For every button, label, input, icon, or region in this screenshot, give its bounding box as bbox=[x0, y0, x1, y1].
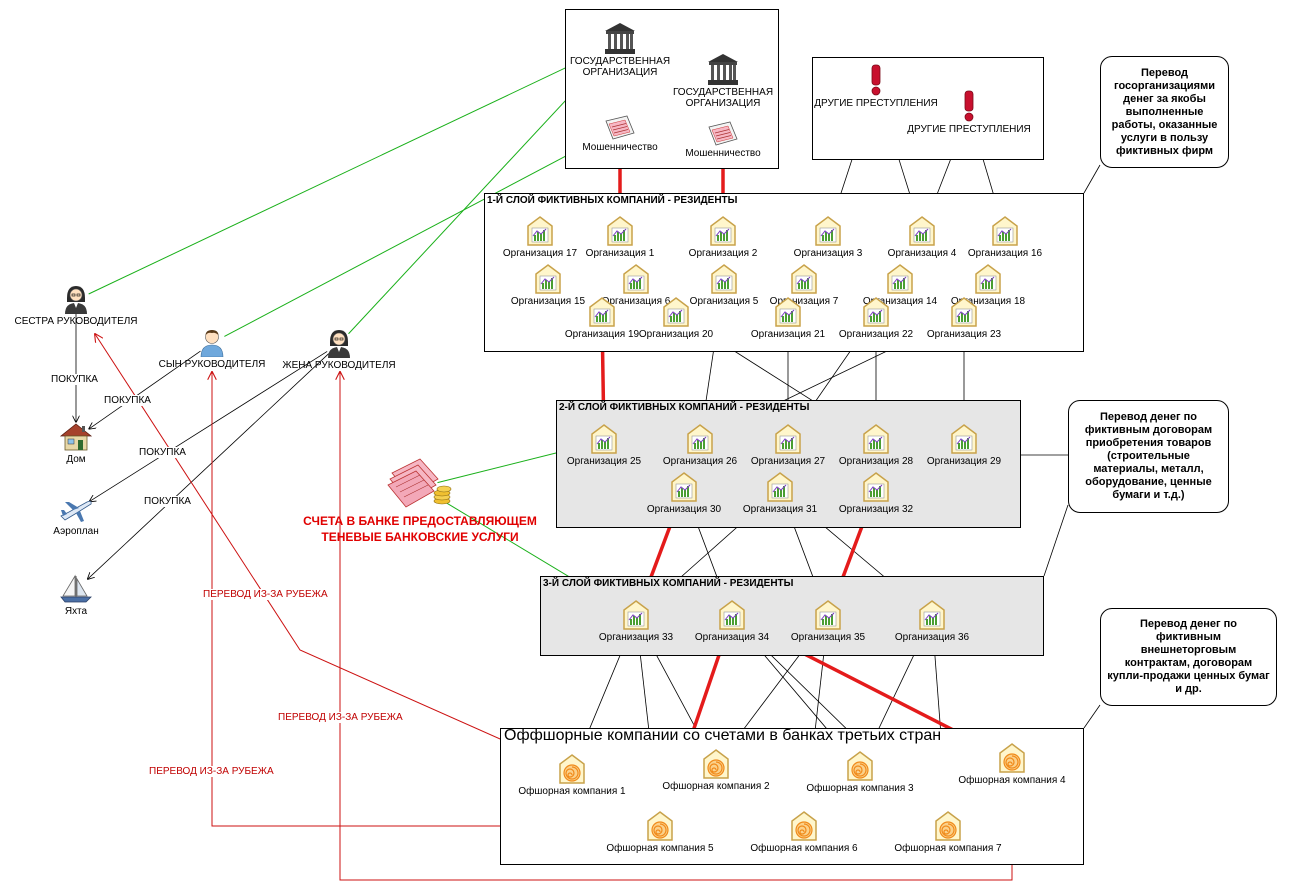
node-label: Организация 6 bbox=[601, 296, 671, 307]
edge-label-transfer-abroad: ПЕРЕВОД ИЗ-ЗА РУБЕЖА bbox=[277, 712, 404, 723]
government-box bbox=[565, 9, 779, 169]
node-label: Организация 15 bbox=[510, 296, 586, 307]
node-label: Аэроплан bbox=[53, 526, 99, 537]
relation-link-gov1-wife bbox=[348, 54, 609, 335]
node-label: Дом bbox=[66, 454, 86, 465]
flow-arrow-wife-plane bbox=[90, 351, 328, 501]
node-label: Организация 18 bbox=[950, 296, 1026, 307]
node-label: Мошенничество bbox=[582, 142, 658, 153]
node-label: Офшорная компания 5 bbox=[606, 843, 714, 854]
edge-label-purchase: ПОКУПКА bbox=[50, 374, 99, 385]
node-label: Организация 29 bbox=[926, 456, 1002, 467]
node-label: Офшорная компания 1 bbox=[518, 786, 626, 797]
note-goods-contracts-text: Перевод денег по фиктивным договорам при… bbox=[1084, 411, 1213, 501]
note-foreign-contracts: Перевод денег по фиктивным внешнеторговы… bbox=[1100, 608, 1277, 706]
note-foreign-contracts-text: Перевод денег по фиктивным внешнеторговы… bbox=[1107, 618, 1270, 695]
node-label: Организация 23 bbox=[926, 329, 1002, 340]
node-label: Организация 25 bbox=[566, 456, 642, 467]
node-label: Офшорная компания 6 bbox=[750, 843, 858, 854]
node-label: Организация 17 bbox=[502, 248, 578, 259]
node-label: Организация 7 bbox=[769, 296, 839, 307]
node-label: Организация 3 bbox=[793, 248, 863, 259]
node-label: Мошенничество bbox=[685, 148, 761, 159]
node-label: Организация 22 bbox=[838, 329, 914, 340]
bank-accounts-label: СЧЕТА В БАНКЕ ПРЕДОСТАВЛЯЮЩЕМ ТЕНЕВЫЕ БА… bbox=[303, 514, 537, 544]
node-label: Организация 5 bbox=[689, 296, 759, 307]
relation-link-gov1-sister bbox=[88, 49, 604, 295]
offshore-title: Оффшорные компании со счетами в банках т… bbox=[504, 727, 942, 744]
node-label: СЕСТРА РУКОВОДИТЕЛЯ bbox=[14, 316, 138, 327]
note-connector-3 bbox=[1043, 504, 1069, 577]
node-label: Организация 27 bbox=[750, 456, 826, 467]
node-label: Офшорная компания 4 bbox=[958, 775, 1066, 786]
node-label: ГОСУДАРСТВЕННАЯ ОРГАНИЗАЦИЯ bbox=[672, 87, 774, 109]
layer3-title: 3-Й СЛОЙ ФИКТИВНЫХ КОМПАНИЙ - РЕЗИДЕНТЫ bbox=[543, 578, 794, 589]
offshore-box: Оффшорные компании со счетами в банках т… bbox=[500, 727, 1084, 865]
node-label: ДРУГИЕ ПРЕСТУПЛЕНИЯ bbox=[907, 124, 1031, 135]
note-connector-4 bbox=[1083, 704, 1101, 729]
node-label: Организация 20 bbox=[638, 329, 714, 340]
note-goods-contracts: Перевод денег по фиктивным договорам при… bbox=[1068, 400, 1229, 513]
layer2-box: 2-Й СЛОЙ ФИКТИВНЫХ КОМПАНИЙ - РЕЗИДЕНТЫ bbox=[556, 400, 1021, 528]
layer1-title: 1-Й СЛОЙ ФИКТИВНЫХ КОМПАНИЙ - РЕЗИДЕНТЫ bbox=[487, 195, 738, 206]
node-label: Яхта bbox=[64, 606, 88, 617]
note-gov-transfer: Перевод госорганизациями денег за якобы … bbox=[1100, 56, 1229, 168]
node-label: СЫН РУКОВОДИТЕЛЯ bbox=[158, 359, 266, 370]
node-label: Организация 21 bbox=[750, 329, 826, 340]
node-label: ЖЕНА РУКОВОДИТЕЛЯ bbox=[282, 360, 396, 371]
node-label: Организация 26 bbox=[662, 456, 738, 467]
node-label: Организация 4 bbox=[887, 248, 957, 259]
node-label: Организация 34 bbox=[694, 632, 770, 643]
node-label: Организация 2 bbox=[688, 248, 758, 259]
edge-label-transfer-abroad: ПЕРЕВОД ИЗ-ЗА РУБЕЖА bbox=[202, 589, 329, 600]
transfer-sister-line bbox=[95, 334, 573, 772]
node-label: Организация 31 bbox=[742, 504, 818, 515]
node-label: Организация 16 bbox=[967, 248, 1043, 259]
node-label: Организация 35 bbox=[790, 632, 866, 643]
flow-arrow-son-house bbox=[89, 350, 201, 429]
node-label: Организация 33 bbox=[598, 632, 674, 643]
edge-label-purchase: ПОКУПКА bbox=[143, 496, 192, 507]
node-label: Организация 14 bbox=[862, 296, 938, 307]
node-label: Офшорная компания 3 bbox=[806, 783, 914, 794]
node-label: Организация 1 bbox=[585, 248, 655, 259]
node-label: Офшорная компания 7 bbox=[894, 843, 1002, 854]
edge-label-transfer-abroad: ПЕРЕВОД ИЗ-ЗА РУБЕЖА bbox=[148, 766, 275, 777]
crimes-box bbox=[812, 57, 1044, 160]
node-label: Организация 28 bbox=[838, 456, 914, 467]
node-label: Организация 30 bbox=[646, 504, 722, 515]
node-label: Организация 19 bbox=[564, 329, 640, 340]
note-connector-1 bbox=[1083, 164, 1101, 194]
node-label: Организация 36 bbox=[894, 632, 970, 643]
node-label: ДРУГИЕ ПРЕСТУПЛЕНИЯ bbox=[814, 98, 938, 109]
edge-label-purchase: ПОКУПКА bbox=[103, 395, 152, 406]
note-gov-transfer-text: Перевод госорганизациями денег за якобы … bbox=[1111, 66, 1218, 157]
node-label: Организация 32 bbox=[838, 504, 914, 515]
edge-label-purchase: ПОКУПКА bbox=[138, 447, 187, 458]
node-label: Офшорная компания 2 bbox=[662, 781, 770, 792]
flow-arrow-wife-yacht bbox=[88, 353, 330, 580]
layer3-box: 3-Й СЛОЙ ФИКТИВНЫХ КОМПАНИЙ - РЕЗИДЕНТЫ bbox=[540, 576, 1044, 656]
node-label: ГОСУДАРСТВЕННАЯ ОРГАНИЗАЦИЯ bbox=[569, 56, 671, 78]
layer2-title: 2-Й СЛОЙ ФИКТИВНЫХ КОМПАНИЙ - РЕЗИДЕНТЫ bbox=[559, 402, 810, 413]
